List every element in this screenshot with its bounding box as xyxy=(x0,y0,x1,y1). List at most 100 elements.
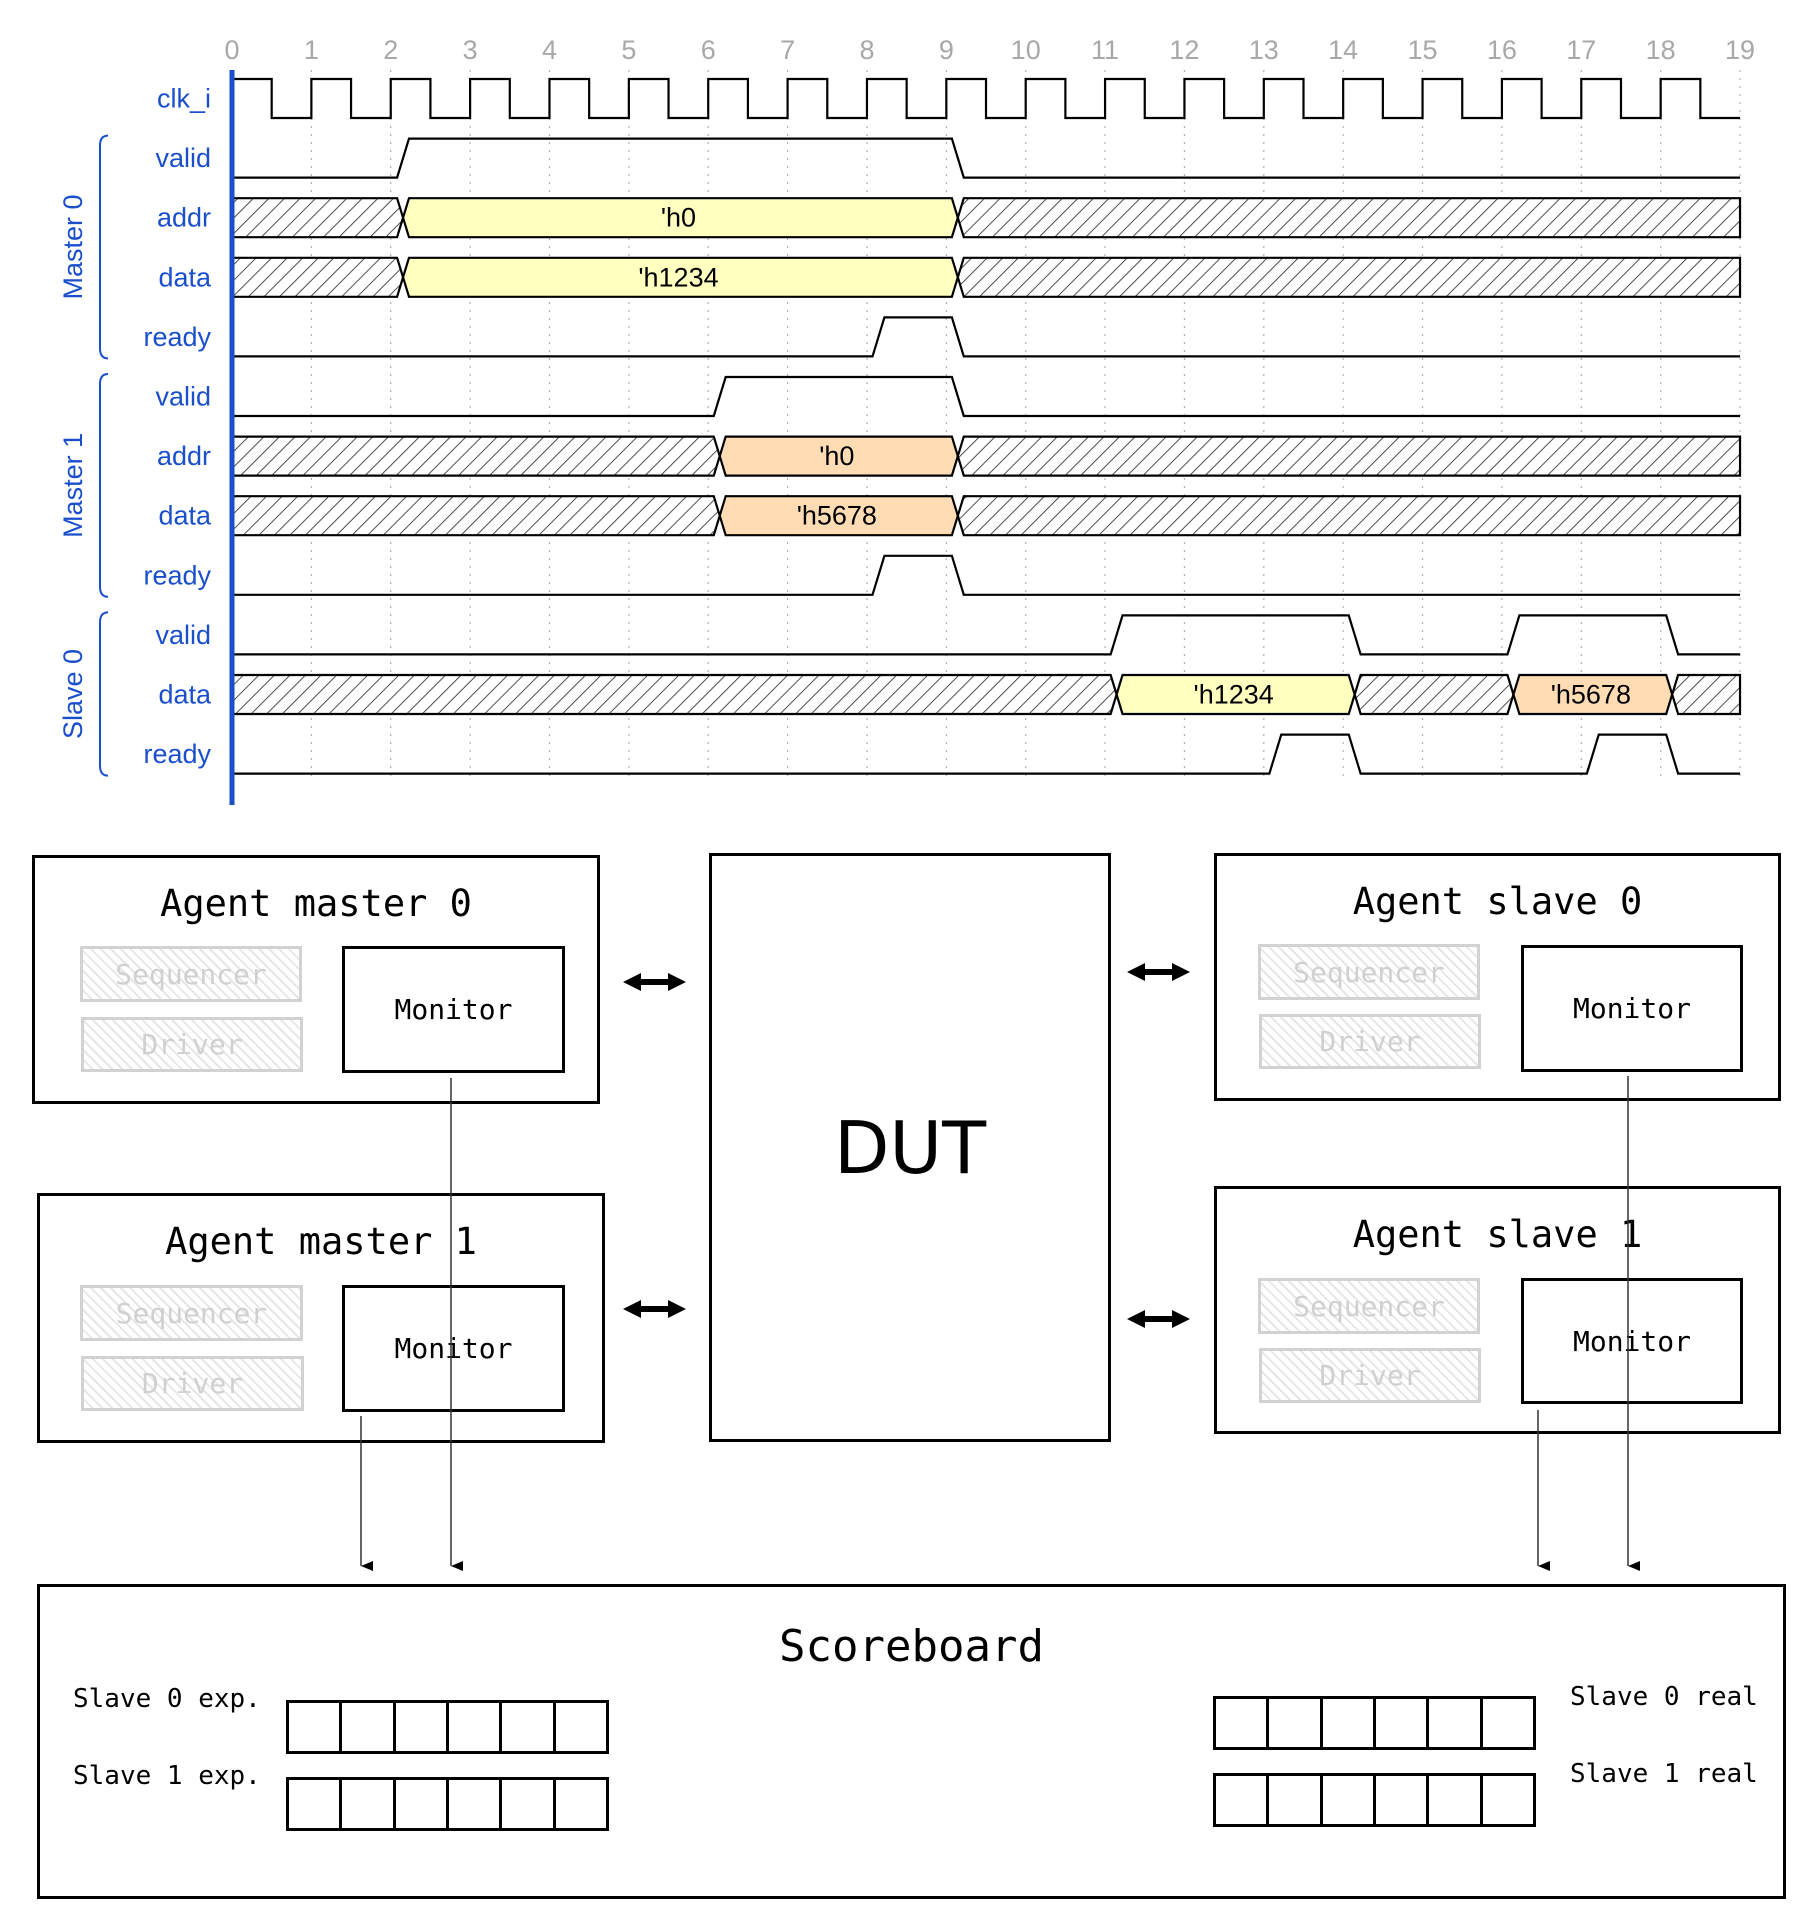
driver-block[interactable]: Driver xyxy=(81,1017,303,1072)
queue-cell xyxy=(1429,1699,1483,1747)
bus-undefined-segment xyxy=(956,495,1742,537)
bus-undefined-segment xyxy=(230,673,1118,716)
time-grid xyxy=(310,70,1741,782)
signal-label: ready xyxy=(143,560,211,590)
bidirectional-arrow-icon xyxy=(1127,963,1190,981)
driver-block[interactable]: Driver xyxy=(1259,1014,1481,1069)
sequencer-block[interactable]: Sequencer xyxy=(1258,1278,1480,1334)
queue-cell xyxy=(1216,1776,1270,1824)
time-tick-label: 8 xyxy=(859,35,874,65)
waveform-valid xyxy=(232,137,1741,179)
queue-label-slave0-real: Slave 0 real xyxy=(1570,1682,1758,1712)
time-tick-label: 11 xyxy=(1091,35,1119,65)
signal-label: addr xyxy=(157,441,211,471)
sequencer-block[interactable]: Sequencer xyxy=(80,1285,303,1341)
waveform-clk_i xyxy=(232,77,1741,120)
signal-label: ready xyxy=(143,739,211,769)
bus-undefined-segment xyxy=(230,435,721,477)
waveform-data: 'h1234 xyxy=(230,256,1742,298)
queue-label-slave0-exp: Slave 0 exp. xyxy=(73,1684,261,1714)
sequencer-block[interactable]: Sequencer xyxy=(1258,944,1480,1000)
time-tick-label: 17 xyxy=(1566,35,1596,65)
time-tick-label: 18 xyxy=(1646,35,1676,65)
queue-slave0-exp xyxy=(286,1700,609,1754)
bidirectional-arrow-icon xyxy=(1127,1310,1190,1328)
bus-undefined-segment xyxy=(1671,673,1742,716)
signal-label: valid xyxy=(155,382,211,412)
queue-cell xyxy=(1376,1776,1430,1824)
time-tick-label: 16 xyxy=(1487,35,1517,65)
waveform-data: 'h1234'h5678 xyxy=(230,673,1742,716)
queue-cell xyxy=(289,1703,343,1751)
queue-slave1-exp xyxy=(286,1777,609,1831)
queue-cell xyxy=(1323,1699,1376,1747)
bus-undefined-segment xyxy=(230,256,405,298)
time-tick-label: 6 xyxy=(701,35,716,65)
agent-title: Agent master 1 xyxy=(165,1220,477,1263)
bus-undefined-segment xyxy=(230,495,721,537)
queue-cell xyxy=(342,1780,396,1828)
waveform-ready xyxy=(232,733,1741,775)
time-tick-label: 10 xyxy=(1011,35,1041,65)
bus-value-segment xyxy=(718,435,959,477)
time-tick-label: 1 xyxy=(304,35,319,65)
bidirectional-arrow-icon xyxy=(623,1300,686,1318)
queue-slave0-real xyxy=(1213,1696,1536,1750)
bus-value-segment xyxy=(401,256,959,298)
signal-label: clk_i xyxy=(157,84,211,114)
signal-label: data xyxy=(158,680,212,710)
group-bracket xyxy=(99,134,109,360)
bus-value-segment xyxy=(718,495,959,537)
time-tick-label: 15 xyxy=(1408,35,1438,65)
waveform-valid xyxy=(232,614,1741,656)
dut-block[interactable]: DUT xyxy=(709,853,1111,1442)
monitor-block[interactable]: Monitor xyxy=(342,946,565,1073)
signal-labels: clk_ivalidaddrdatareadyvalidaddrdataread… xyxy=(143,84,212,770)
signal-label: valid xyxy=(155,143,211,173)
agent-master-0[interactable]: Agent master 0 Sequencer Driver Monitor xyxy=(32,855,600,1104)
bus-undefined-segment xyxy=(956,435,1742,477)
queue-cell xyxy=(556,1780,606,1828)
queue-cell xyxy=(396,1780,449,1828)
sequencer-block[interactable]: Sequencer xyxy=(80,946,302,1002)
bus-value-segment xyxy=(401,197,959,239)
monitor-block[interactable]: Monitor xyxy=(1521,1278,1743,1404)
agent-master-1[interactable]: Agent master 1 Sequencer Driver Monitor xyxy=(37,1193,605,1443)
bus-value-label: 'h0 xyxy=(661,203,696,233)
agent-slave-1[interactable]: Agent slave 1 Sequencer Driver Monitor xyxy=(1214,1186,1781,1434)
queue-cell xyxy=(1323,1776,1376,1824)
time-tick-label: 3 xyxy=(463,35,478,65)
time-tick-label: 7 xyxy=(780,35,795,65)
time-tick-label: 19 xyxy=(1725,35,1755,65)
group-label: Master 1 xyxy=(58,433,88,538)
driver-block[interactable]: Driver xyxy=(81,1356,304,1411)
signal-label: ready xyxy=(143,322,211,352)
queue-cell xyxy=(556,1703,606,1751)
scoreboard[interactable]: Scoreboard Slave 0 exp. Slave 1 exp. Sla… xyxy=(37,1584,1786,1899)
bus-value-label: 'h1234 xyxy=(638,262,718,292)
waveform-ready xyxy=(232,316,1741,358)
waveforms: 'h0'h1234'h0'h5678'h1234'h5678 xyxy=(230,77,1742,775)
agent-title: Agent slave 0 xyxy=(1352,880,1643,923)
queue-cell xyxy=(1269,1776,1323,1824)
queue-slave1-real xyxy=(1213,1773,1536,1827)
time-tick-label: 13 xyxy=(1249,35,1279,65)
bus-undefined-segment xyxy=(956,256,1742,298)
queue-cell xyxy=(502,1703,556,1751)
driver-block[interactable]: Driver xyxy=(1259,1348,1481,1403)
queue-cell xyxy=(342,1703,396,1751)
monitor-block[interactable]: Monitor xyxy=(1521,945,1743,1072)
bus-value-label: 'h0 xyxy=(819,441,854,471)
agent-slave-0[interactable]: Agent slave 0 Sequencer Driver Monitor xyxy=(1214,853,1781,1101)
agent-title: Agent master 0 xyxy=(160,882,472,925)
bus-undefined-segment xyxy=(230,197,405,239)
monitor-block[interactable]: Monitor xyxy=(342,1285,565,1412)
bus-value-segment xyxy=(1115,673,1356,716)
waveform-addr: 'h0 xyxy=(230,197,1742,239)
time-tick-label: 14 xyxy=(1328,35,1358,65)
time-tick-label: 0 xyxy=(224,35,239,65)
queue-cell xyxy=(289,1780,343,1828)
queue-cell xyxy=(396,1703,449,1751)
